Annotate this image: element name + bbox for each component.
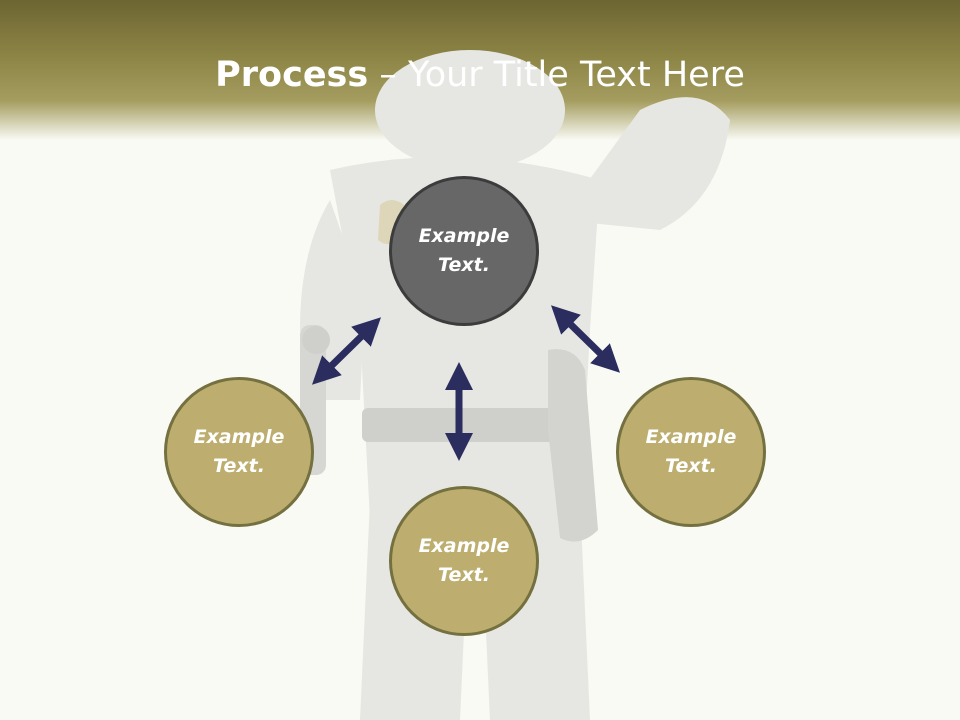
title-rest: – Your Title Text Here [368, 55, 745, 95]
title-bold: Process [215, 55, 369, 95]
node-left-circle: Example Text. [164, 377, 314, 527]
node-left-text: Example Text. [193, 426, 285, 477]
node-bottom-circle: Example Text. [389, 486, 539, 636]
arrow-top-left [311, 317, 382, 385]
node-right-circle: Example Text. [616, 377, 766, 527]
node-right-text: Example Text. [645, 426, 737, 477]
arrow-top-right [550, 305, 621, 373]
node-top-circle: Example Text. [389, 176, 539, 326]
node-top-text: Example Text. [418, 225, 510, 276]
page-title: Process – Your Title Text Here [0, 52, 960, 98]
node-bottom-text: Example Text. [418, 535, 510, 586]
